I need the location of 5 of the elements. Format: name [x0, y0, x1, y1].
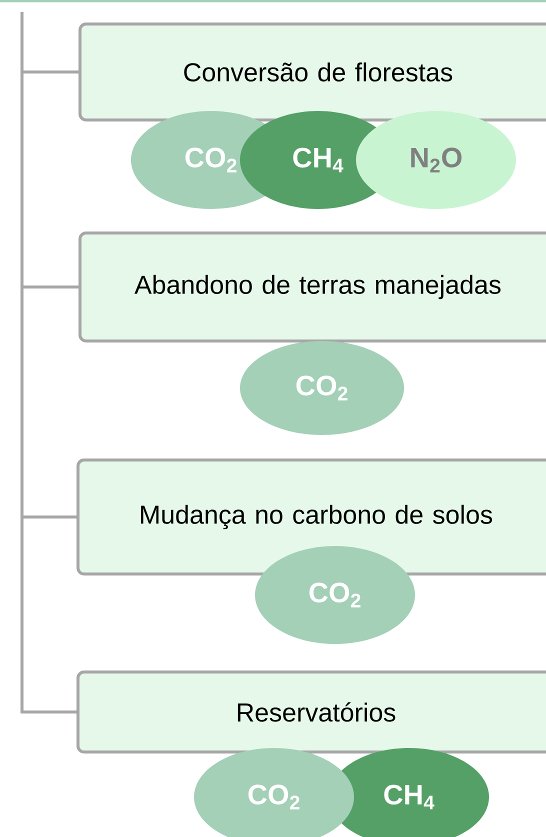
- category-box: Mudança no carbono de solos: [76, 458, 546, 576]
- category-box: Abandono de terras manejadas: [78, 232, 546, 342]
- connector-line: [20, 12, 76, 714]
- category-box: Conversão de florestas: [78, 22, 546, 122]
- category-box: Reservatórios: [76, 670, 546, 754]
